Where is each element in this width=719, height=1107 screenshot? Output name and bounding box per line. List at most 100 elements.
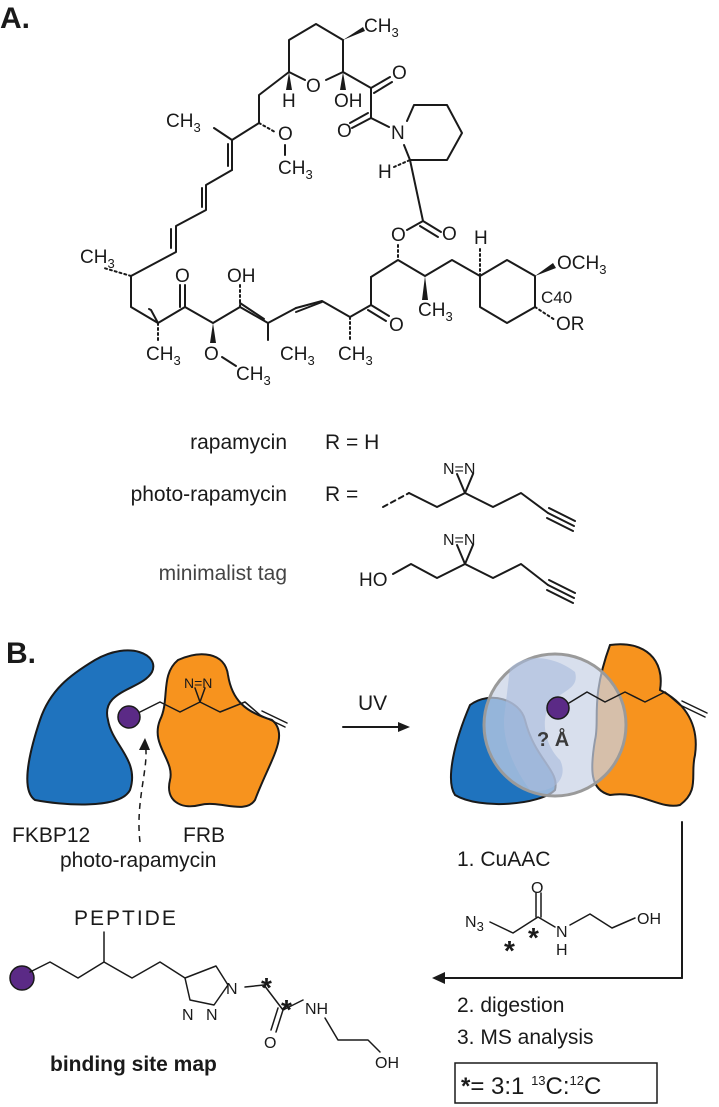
wedge-bond [535, 263, 556, 276]
atom-h-pip: H [378, 162, 392, 183]
label-photo-rapamycin: photo-rapamycin [60, 849, 216, 872]
bond [295, 301, 323, 313]
bond [29, 961, 186, 979]
hash-bond [534, 306, 556, 321]
bond [239, 302, 265, 320]
protein-complex-after: ? Å [449, 643, 708, 807]
wedge-bond [286, 72, 292, 90]
bond [489, 916, 556, 934]
alkyne-bond [546, 589, 574, 604]
label-uv: UV [358, 692, 387, 715]
atom-n1: N [226, 981, 238, 998]
bond [370, 117, 390, 128]
bond [419, 225, 439, 238]
atom-h: H [556, 942, 568, 959]
alkyne [261, 710, 288, 724]
alkyne-bond [547, 512, 575, 527]
bond [288, 71, 306, 81]
atom-ch3-d: CH3 [280, 344, 315, 368]
atom-n: N [556, 924, 568, 941]
atom-o: O [264, 1035, 276, 1052]
atom-h: H [282, 91, 296, 112]
atom-ch3-e: CH3 [146, 344, 181, 368]
atom-oh: OH [637, 911, 661, 928]
atom-oh-b: OH [227, 266, 256, 287]
arrow-head [432, 972, 445, 984]
atom-oh: OH [334, 91, 363, 112]
bond [325, 71, 344, 81]
alkyne-bond [547, 584, 575, 599]
reagent-structure: N3 O N H OH * * [465, 880, 661, 966]
bond [479, 259, 536, 324]
isotope-star: * [281, 994, 292, 1025]
atom-h-cy: H [474, 228, 488, 249]
atom-ch3-g: CH3 [166, 111, 201, 135]
bond [349, 112, 369, 124]
label-distance: ? Å [537, 727, 569, 751]
bond [370, 304, 390, 317]
label-step2: 2. digestion [457, 994, 564, 1017]
panel-label-a: A. [0, 2, 30, 35]
bond [270, 1007, 279, 1031]
alkyne-bond [548, 579, 576, 594]
bond [213, 127, 233, 141]
alkyne-bond [548, 507, 576, 522]
linker [568, 691, 681, 706]
bond [275, 1009, 284, 1033]
atom-ome-o2: O [278, 124, 293, 145]
rapamycin-ligand [546, 696, 570, 720]
bond [406, 220, 424, 231]
triazole-ring [184, 965, 229, 1006]
bond [370, 76, 391, 89]
hash-bond [393, 159, 411, 168]
bond [367, 309, 387, 322]
bond [403, 104, 463, 161]
bond [351, 117, 372, 129]
diazirine-nn: N=N [443, 532, 475, 549]
atom-ketone-o: O [392, 63, 407, 84]
bond [231, 71, 290, 171]
hash-bond [103, 267, 132, 277]
bond [288, 23, 344, 73]
atom-ring-n: N [391, 123, 405, 144]
atom-ch3-c: CH3 [338, 344, 373, 368]
atom-o: O [531, 880, 543, 897]
label-peptide: PEPTIDE [74, 907, 178, 930]
atom-n3: N3 [465, 914, 484, 934]
diazirine-nn: N=N [184, 675, 212, 691]
bond [148, 306, 186, 324]
atom-ester-o2: O [391, 225, 406, 246]
atom-nh: NH [305, 1001, 328, 1018]
atom-ome-ch3-2: CH3 [278, 158, 313, 182]
bond [392, 563, 549, 586]
label-step1: 1. CuAAC [457, 848, 550, 871]
atom-ketone-o2: O [389, 315, 404, 336]
label-fkbp12: FKBP12 [12, 824, 90, 847]
row-name-rapamycin: rapamycin [190, 431, 287, 454]
isotope-legend-box [454, 1062, 658, 1104]
atom-ester-o: O [442, 224, 457, 245]
atom-c40: C40 [541, 288, 572, 307]
atom-ch3-b: CH3 [418, 300, 453, 324]
atom-ho: HO [359, 570, 388, 591]
isotope-star: * [528, 922, 539, 953]
atom-ketone-o3: O [175, 266, 190, 287]
atom-oh: OH [375, 1055, 399, 1072]
rapamycin-structure: CH3 O H OH O O N H O O CH3 [80, 16, 606, 388]
rapamycin-ligand [9, 965, 35, 991]
fkbp12-in-sphere [504, 658, 576, 791]
wedge-bond [343, 27, 365, 40]
atom-ch3: CH3 [364, 16, 399, 40]
arrow-head [398, 722, 410, 732]
atom-ome-o: O [204, 344, 219, 365]
binding-site-map-structure: PEPTIDE N N N O NH OH * * binding site m… [9, 907, 399, 1076]
label-frb: FRB [183, 824, 225, 847]
row-r-photo-rapamycin: R = [325, 483, 358, 506]
atom-amide-o: O [337, 121, 352, 142]
alkyne [679, 704, 706, 718]
isotope-star: * [504, 935, 515, 966]
atom-or: OR [556, 314, 585, 335]
atom-ch3-f: CH3 [80, 247, 115, 271]
bond [342, 71, 372, 89]
